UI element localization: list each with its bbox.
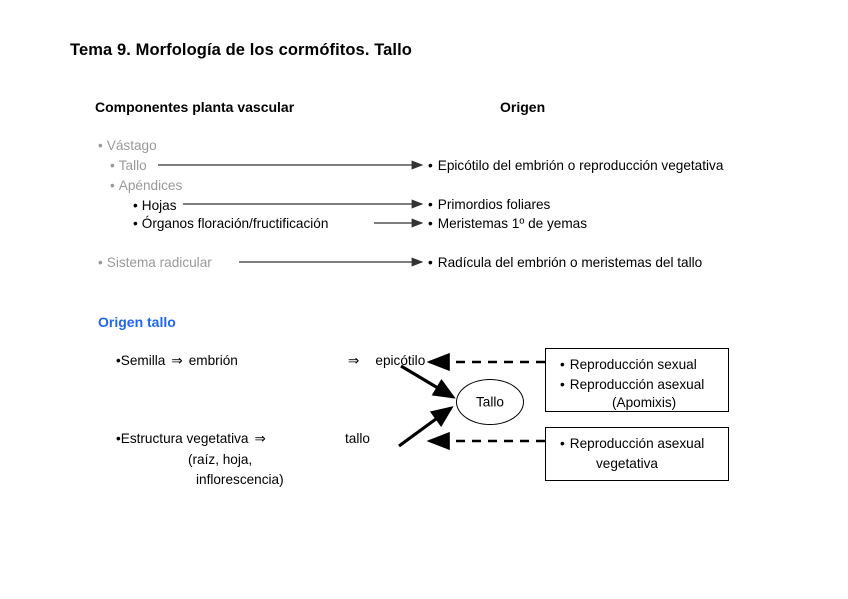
bullet-icon: • [116,431,121,446]
origin-label: Radícula del embrión o meristemas del ta… [437,255,703,270]
bullet-icon: • [560,436,565,451]
component-item-organos: •Órganos floración/fructificación [133,217,328,231]
estructura-sub-line-1: (raíz, hoja, [188,452,253,467]
component-item-sistema-radicular: •Sistema radicular [98,256,212,270]
diagram-row-semilla: •Semilla ⇒ embrión [116,354,238,368]
semilla-label: Semilla [120,353,166,368]
repro-label: Reproducción asexual [569,436,705,451]
epicotilo-label: epicótilo [375,353,426,368]
arrow-estructura-to-tallo [398,406,454,448]
bullet-icon: • [98,138,103,153]
origin-item-radicula: • Radícula del embrión o meristemas del t… [428,256,702,270]
component-item-apendices: •Apéndices [110,179,182,193]
component-label: Vástago [106,138,157,153]
estructura-label: Estructura vegetativa [120,431,249,446]
tallo-node-ellipse: Tallo [456,379,524,425]
heading-components: Componentes planta vascular [95,99,295,115]
repro-box1-line2: • Reproducción asexual [560,378,704,392]
reproduction-box-sexual: • Reproducción sexual • Reproducción asexu… [545,348,729,412]
repro-box1-line1: • Reproducción sexual [560,358,697,372]
repro-label: Reproducción sexual [569,357,697,372]
diagram-tallo-result-label: tallo [345,431,370,446]
component-item-vastago: •Vástago [98,139,157,153]
repro-box1-line3: (Apomixis) [612,395,677,410]
component-label: Tallo [118,158,147,173]
bullet-icon: • [428,255,433,270]
bullet-icon: • [110,158,115,173]
bullet-icon: • [560,377,565,392]
origin-item-meristemas: • Meristemas 1º de yemas [428,217,587,231]
component-label: Órganos floración/fructificación [141,216,329,231]
bullet-icon: • [428,197,433,212]
origin-label: Primordios foliares [437,197,551,212]
bullet-icon: • [428,158,433,173]
component-label: Sistema radicular [106,255,212,270]
bullet-icon: • [560,357,565,372]
diagram-row-estructura: •Estructura vegetativa ⇒ [116,432,272,446]
component-label: Hojas [141,198,177,213]
diagram-epicotilo-group: ⇒ epicótilo [342,354,425,368]
component-item-hojas: •Hojas [133,199,177,213]
origin-label: Meristemas 1º de yemas [437,216,588,231]
double-arrow-icon: ⇒ [254,431,266,446]
component-label: Apéndices [118,178,183,193]
section-heading-origen-tallo: Origen tallo [98,314,176,330]
double-arrow-icon: ⇒ [171,353,183,368]
double-arrow-icon: ⇒ [348,353,360,368]
page-title: Tema 9. Morfología de los cormófitos. Ta… [70,41,412,59]
repro-label: Reproducción asexual [569,377,705,392]
bullet-icon: • [133,216,138,231]
heading-origin: Origen [500,99,546,115]
bullet-icon: • [428,216,433,231]
bullet-icon: • [110,178,115,193]
repro-box2-line2: vegetativa [596,456,658,471]
repro-box2-line1: • Reproducción asexual [560,437,704,451]
embrion-label: embrión [188,353,238,368]
bullet-icon: • [133,198,138,213]
arrow-epicotilo-to-tallo [400,364,456,399]
origin-item-primordios: • Primordios foliares [428,198,550,212]
estructura-sub-line-2: inflorescencia) [196,472,284,487]
origin-label: Epicótilo del embrión o reproducción veg… [437,158,724,173]
component-item-tallo: •Tallo [110,159,147,173]
origin-item-epicotilo: • Epicótilo del embrión o reproducción ve… [428,159,723,173]
tallo-node-label: Tallo [476,394,504,410]
bullet-icon: • [98,255,103,270]
reproduction-box-vegetativa: • Reproducción asexual vegetativa [545,427,729,481]
bullet-icon: • [116,353,121,368]
